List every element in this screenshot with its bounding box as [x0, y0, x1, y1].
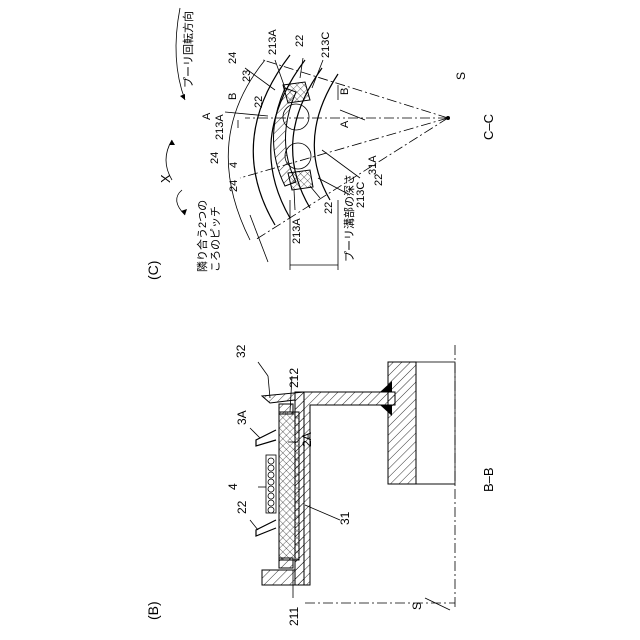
label-22-top: 22 — [294, 35, 306, 47]
adjacent-pitch-label-2: ころのピッチ — [209, 206, 222, 272]
label-24-b: 24 — [228, 180, 240, 192]
weld-top — [380, 381, 392, 392]
label-213c-top: 213C — [320, 32, 332, 58]
label-23: 23 — [241, 70, 253, 82]
inner-cap-bot — [279, 558, 293, 568]
belt-rollers — [268, 458, 274, 513]
label-2a: 2A — [300, 432, 314, 447]
fig-c-label: (C) — [145, 261, 161, 280]
pitch-dim-line — [250, 215, 268, 262]
shaft-hub — [388, 362, 416, 484]
label-3a: 3A — [235, 410, 249, 425]
pulley-rotation-label: プーリ回転方向 — [181, 11, 195, 88]
arc-inner — [314, 74, 338, 200]
label-31: 31 — [338, 511, 352, 525]
figure-b: (B) B–B 32 212 3A 2A 4 22 31 211 S — [145, 344, 496, 626]
flange-22 — [256, 520, 276, 536]
label-213c-bot: 213C — [355, 182, 367, 208]
flange-3a — [256, 430, 276, 446]
label-22-r: 22 — [373, 174, 385, 186]
weld-bottom — [380, 405, 392, 416]
label-a-left: A — [201, 112, 213, 120]
label-32: 32 — [234, 344, 248, 358]
pulley-hub-wall — [295, 392, 395, 585]
adjacent-pitch-label-1: 隣り合う2つの — [195, 200, 209, 272]
label-b-left: B — [227, 93, 239, 100]
label-211: 211 — [287, 607, 301, 626]
point-s-marker — [446, 116, 450, 120]
retainer-top — [283, 82, 310, 103]
label-31a: 31A — [367, 155, 379, 175]
figure-c: (C) C–C X S プーリ回転方向 隣り合う2つの ころのピッチ プーリ溝部… — [145, 8, 496, 280]
label-213a-top: 213A — [267, 29, 279, 55]
label-213a-bot: 213A — [291, 218, 303, 244]
arrow-x — [169, 140, 175, 145]
label-s-b: S — [410, 602, 424, 610]
label-22: 22 — [235, 500, 249, 514]
label-4-c: 4 — [228, 162, 240, 168]
label-212: 212 — [287, 368, 301, 388]
label-213a-left: 213A — [214, 114, 226, 140]
point-s-label: S — [454, 72, 468, 80]
fig-c-section: C–C — [481, 114, 496, 140]
groove-depth-label: プーリ溝部の深さ — [342, 174, 356, 262]
label-b-right: B — [339, 88, 351, 95]
retainer-bot — [288, 170, 313, 190]
axis-x-label: X — [158, 174, 173, 183]
shaft-right — [416, 362, 455, 484]
inner-block — [279, 412, 299, 560]
arc-left — [228, 60, 265, 240]
label-22-bot: 22 — [323, 202, 335, 214]
fig-b-section: B–B — [481, 467, 496, 492]
arc-x-upper — [166, 140, 172, 180]
fig-b-label: (B) — [145, 601, 161, 620]
label-24-a: 24 — [209, 152, 221, 164]
inner-cap-top — [279, 404, 293, 414]
label-22-mid: 22 — [253, 96, 265, 108]
label-a-right: A — [339, 120, 351, 128]
roller-2 — [285, 143, 311, 169]
label-24-top: 24 — [227, 52, 239, 64]
label-4: 4 — [226, 483, 240, 490]
